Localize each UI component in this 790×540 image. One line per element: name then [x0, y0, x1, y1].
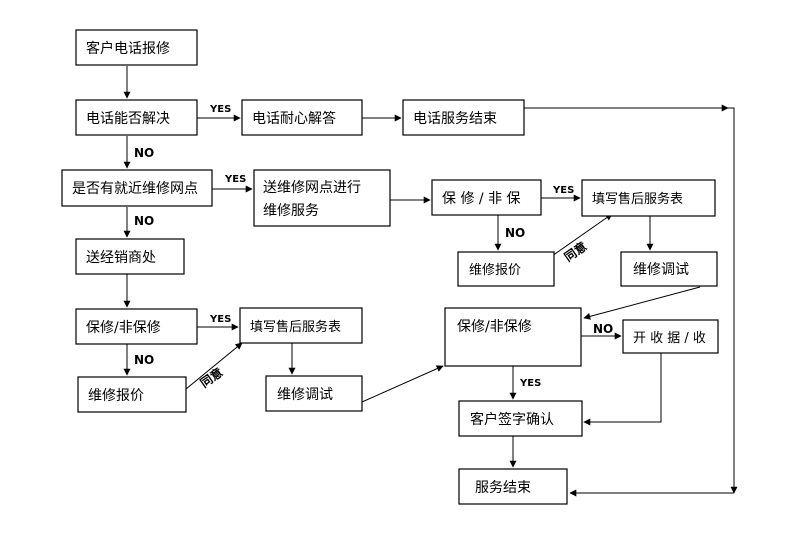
node-warranty-mid-label: 保修/非保修 — [457, 319, 532, 335]
arrow-phone-end-to-service-end — [524, 107, 738, 494]
node-quote-left-label: 维修报价 — [88, 388, 144, 404]
node-phone-solve: 电话能否解决 — [75, 99, 198, 136]
node-receipt-label: 开 收 据 / 收 — [633, 331, 706, 346]
node-send-point: 送维修网点进行 维修服务 — [253, 169, 391, 227]
node-send-point-line2: 维修服务 — [263, 203, 319, 219]
arrow-debug-left-to-warranty-mid — [361, 365, 444, 403]
node-quote-top: 维修报价 — [457, 251, 555, 287]
node-debug-top-label: 维修调试 — [633, 262, 689, 278]
node-phone-solve-label: 电话能否解决 — [86, 111, 170, 127]
node-debug-top: 维修调试 — [620, 251, 718, 287]
node-sign: 客户签字确认 — [458, 400, 583, 437]
label-agree-top: 同意 — [561, 238, 589, 264]
node-report-label: 客户电话报修 — [86, 40, 170, 57]
node-warranty-left-label: 保修/非保修 — [86, 320, 161, 336]
arrow-receipt-to-sign — [583, 353, 662, 426]
node-debug-left: 维修调试 — [265, 375, 363, 412]
label-no-warranty-top: NO — [505, 226, 525, 240]
label-no-warranty-left: NO — [134, 353, 154, 367]
node-send-dealer: 送经销商处 — [75, 238, 185, 275]
label-no-warranty-mid: NO — [593, 322, 613, 336]
node-near-point-label: 是否有就近维修网点 — [72, 181, 198, 197]
node-sign-label: 客户签字确认 — [470, 411, 554, 428]
node-warranty-mid: 保修/非保修 — [444, 307, 582, 367]
node-quote-left: 维修报价 — [77, 376, 187, 413]
node-send-dealer-label: 送经销商处 — [86, 250, 156, 266]
label-yes-warranty-top: YES — [552, 185, 574, 196]
node-fill-form-top-label: 填写售后服务表 — [592, 191, 683, 207]
label-no-phone: NO — [134, 146, 154, 160]
node-quote-top-label: 维修报价 — [469, 263, 521, 278]
node-patient-answer: 电话耐心解答 — [241, 99, 363, 136]
node-fill-form-left: 填写售后服务表 — [239, 307, 363, 344]
label-yes-near: YES — [224, 174, 246, 185]
connectors — [123, 66, 738, 497]
node-debug-left-label: 维修调试 — [277, 387, 333, 403]
label-yes-warranty-left: YES — [209, 314, 231, 325]
label-agree-left: 同意 — [197, 364, 225, 390]
arrow-agree-to-fill-form-top — [551, 213, 613, 257]
node-report: 客户电话报修 — [75, 29, 198, 66]
node-warranty-top: 保 修 / 非 保 — [431, 179, 542, 216]
node-warranty-top-label: 保 修 / 非 保 — [442, 191, 521, 207]
node-end: 服务结束 — [458, 468, 568, 505]
node-fill-form-top: 填写售后服务表 — [581, 179, 716, 217]
label-yes-phone: YES — [209, 104, 231, 115]
node-fill-form-left-label: 填写售后服务表 — [250, 319, 341, 335]
node-end-label: 服务结束 — [475, 480, 531, 496]
arrow-agree-to-fill-form-left — [185, 342, 243, 390]
node-phone-service-end-label: 电话服务结束 — [413, 111, 497, 127]
node-patient-answer-label: 电话耐心解答 — [252, 110, 336, 127]
node-receipt: 开 收 据 / 收 — [622, 319, 719, 354]
label-yes-warranty-mid: YES — [519, 378, 541, 389]
node-near-point: 是否有就近维修网点 — [61, 169, 213, 207]
arrow-debug-top-to-warranty-mid — [583, 286, 701, 320]
node-warranty-left: 保修/非保修 — [75, 308, 198, 345]
label-no-near: NO — [134, 214, 154, 228]
node-send-point-line1: 送维修网点进行 — [263, 180, 361, 196]
node-phone-service-end: 电话服务结束 — [402, 99, 525, 136]
